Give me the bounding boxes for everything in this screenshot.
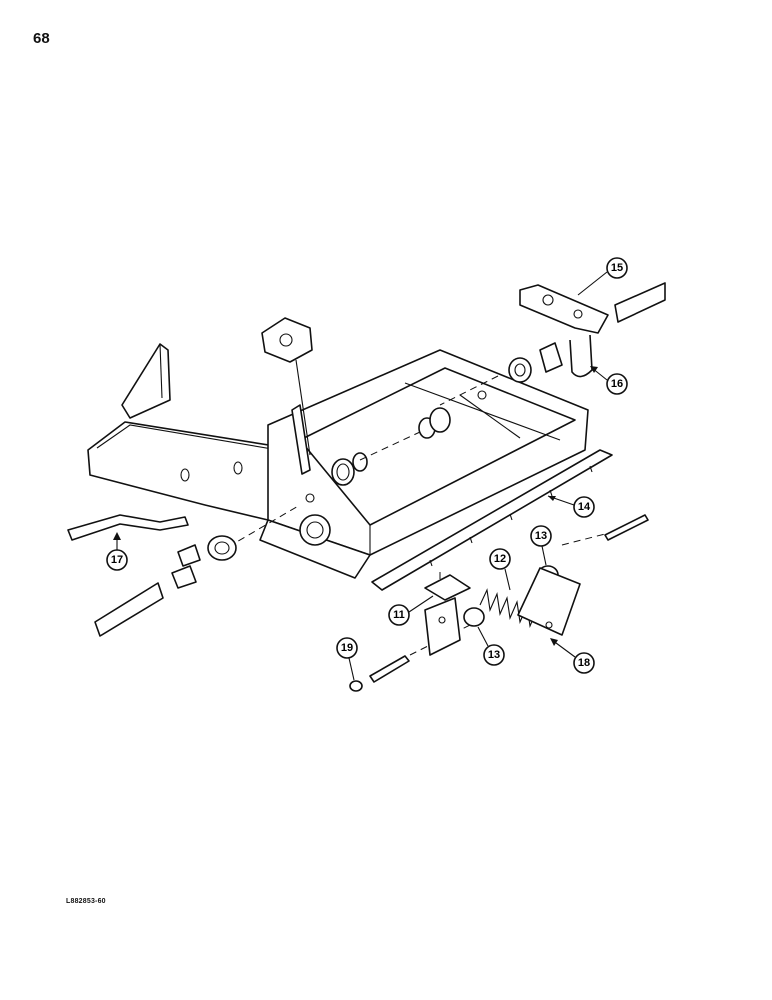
callout-16: 16: [590, 366, 628, 395]
drawing-code: L882853-60: [66, 898, 106, 905]
left-hub-assembly: [171, 535, 237, 589]
callout-label-19: 19: [341, 642, 353, 654]
lever-17: [67, 514, 189, 541]
callout-14: 14: [547, 495, 595, 518]
callout-15: 15: [577, 257, 628, 296]
frame-bearing-rings: [331, 407, 451, 486]
callout-label-18: 18: [578, 657, 590, 669]
bracket-18: [517, 567, 581, 636]
clip-detail-inset: [261, 317, 313, 456]
callout-18: 18: [550, 638, 595, 674]
callout-13-upper: 13: [530, 525, 552, 566]
left-mounting-bracket: [121, 343, 171, 419]
callout-label-13-lower: 13: [488, 649, 500, 661]
plate-11: [424, 574, 471, 601]
callout-label-17: 17: [111, 554, 123, 566]
guide-rail-14: [371, 449, 613, 591]
page-number: 68: [33, 30, 50, 47]
callout-label-12: 12: [494, 553, 506, 565]
u-bolt-16: [508, 334, 593, 383]
callout-19: 19: [336, 637, 358, 681]
callout-label-11: 11: [393, 609, 405, 621]
callout-label-13-upper: 13: [535, 530, 547, 542]
callout-label-14: 14: [578, 501, 591, 513]
hitch-bracket-15: [519, 282, 666, 334]
callout-13-lower: 13: [477, 626, 505, 666]
callout-label-15: 15: [611, 262, 623, 274]
pins: [349, 514, 649, 692]
callout-11: 11: [388, 595, 434, 626]
callout-12: 12: [489, 548, 511, 591]
mounting-plate: [424, 597, 461, 656]
callout-17: 17: [106, 532, 128, 571]
assembly-lines: [227, 375, 606, 656]
callout-label-16: 16: [611, 378, 623, 390]
main-frame: [87, 349, 589, 579]
left-block: [94, 582, 164, 637]
